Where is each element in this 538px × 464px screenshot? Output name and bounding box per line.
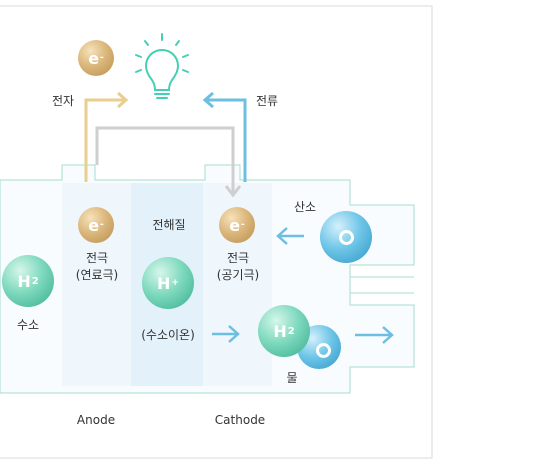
current-arrowhead	[202, 91, 214, 109]
return-path	[95, 126, 235, 193]
anode-label: Anode	[76, 413, 116, 427]
hydrogen-ion-label: (수소이온)	[141, 328, 195, 342]
electron-label: 전자	[51, 94, 75, 108]
cathode-electrode-label-line2: (공기극)	[216, 268, 260, 282]
hydrogen-ion: H+	[142, 257, 194, 309]
ion-flow-arrow	[212, 325, 240, 343]
current-label: 전류	[255, 94, 279, 108]
current-path	[207, 98, 247, 182]
anode-electrode-label-line1: 전극	[85, 251, 109, 265]
oxygen-inflow-arrow	[276, 227, 304, 245]
channel-lines	[350, 276, 414, 294]
water-label: 물	[286, 371, 298, 385]
hydrogen-label: 수소	[16, 318, 40, 332]
electron-cathode: e-	[219, 207, 255, 243]
panel-border	[0, 5, 433, 459]
water-outflow-arrow	[355, 326, 394, 344]
oxygen-label: 산소	[293, 200, 317, 214]
electrolyte-label: 전해질	[152, 218, 186, 232]
electron-anode: e-	[78, 207, 114, 243]
oxygen-molecule	[320, 211, 372, 263]
cathode-electrode-label-line1: 전극	[226, 251, 250, 265]
electron-top: e-	[78, 40, 114, 76]
electron-arrowhead	[117, 91, 129, 109]
return-arrowhead	[224, 185, 242, 198]
cathode-label: Cathode	[214, 413, 266, 427]
light-bulb-icon	[135, 33, 189, 99]
anode-electrode-label-line2: (연료극)	[75, 268, 119, 282]
electron-path	[84, 98, 124, 182]
